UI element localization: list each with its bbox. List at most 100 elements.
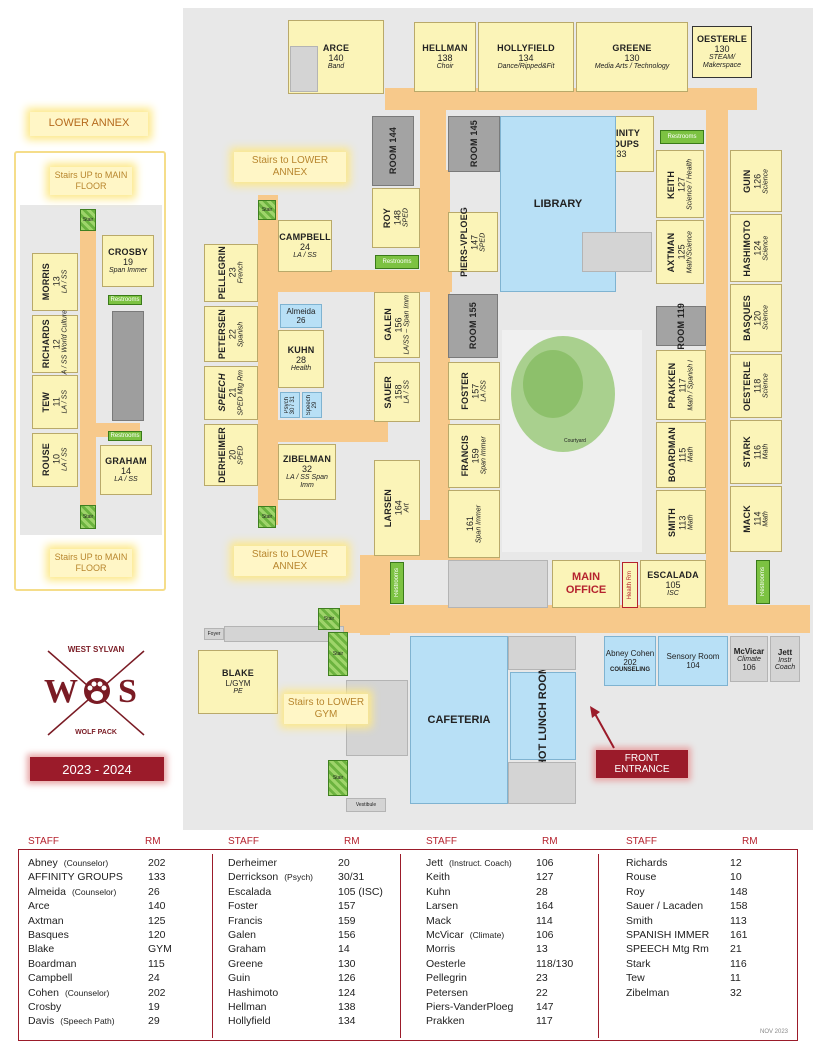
restrooms-148[interactable]: Restrooms xyxy=(375,255,419,269)
lower-annex-title: LOWER ANNEX xyxy=(30,112,148,136)
annex-restrooms-bottom[interactable]: Restrooms xyxy=(108,431,142,441)
annex-stair-bottom[interactable]: Stair xyxy=(80,505,96,529)
room-145[interactable]: ROOM 145 xyxy=(448,116,500,172)
legend-room-number: 158 xyxy=(730,900,748,913)
cafeteria[interactable]: CAFETERIA xyxy=(410,636,508,804)
legend-room-number: 164 xyxy=(536,900,554,913)
legend-room-number: 117 xyxy=(536,1015,553,1028)
legend-staff-name: Basques xyxy=(28,929,69,942)
stairs-to-lower-annex-callout-2: Stairs to LOWER ANNEX xyxy=(234,546,346,576)
legend-room-number: 202 xyxy=(148,857,166,869)
stair-center[interactable]: Stair xyxy=(318,608,340,630)
legend-rm-head-2: RM xyxy=(344,836,360,847)
legend-staff-name: Kuhn xyxy=(426,885,451,898)
room-119[interactable]: ROOM 119 xyxy=(656,303,706,349)
legend-staff-name: Galen xyxy=(228,929,257,942)
legend-room-number: 106 xyxy=(536,929,554,942)
annex-restrooms-top[interactable]: Restrooms xyxy=(108,295,142,305)
restrooms-127[interactable]: Restrooms xyxy=(660,130,704,144)
legend-staff-head-1: STAFF xyxy=(28,836,59,847)
legend-staff-name: Jett xyxy=(426,857,443,869)
annex-stairs-up-top: Stairs UP to MAIN FLOOR xyxy=(50,167,132,195)
restrooms-left[interactable]: Restrooms xyxy=(390,562,404,604)
main-office[interactable]: MAIN OFFICE xyxy=(552,560,620,608)
legend-staff-note: (Counselor) xyxy=(64,987,110,998)
legend-room-number: 19 xyxy=(148,1001,160,1014)
legend-staff-name: Foster xyxy=(228,900,258,913)
room-155[interactable]: ROOM 155 xyxy=(448,294,498,358)
legend-room-number: 148 xyxy=(730,885,748,898)
legend-staff-name: Roy xyxy=(626,885,645,898)
stair-left-wing-bottom[interactable]: Stair xyxy=(258,506,276,528)
restrooms-right[interactable]: Restrooms xyxy=(756,560,770,604)
legend-row: Prakken 117 xyxy=(426,1014,592,1028)
legend-staff-name: Zibelman xyxy=(626,986,670,999)
room-144[interactable]: ROOM 144 xyxy=(372,116,414,186)
health-room[interactable]: Health Rm xyxy=(622,562,638,608)
tree-icon xyxy=(511,336,615,452)
stair-left-wing-top[interactable]: Stair xyxy=(258,200,276,220)
legend-staff-name: Crosby xyxy=(28,1001,62,1014)
stair-vestibule[interactable]: Stair xyxy=(328,760,348,796)
hot-lunch-room[interactable]: HOT LUNCH ROOM xyxy=(510,665,576,767)
legend-room-number: 26 xyxy=(148,885,160,898)
stair-gym[interactable]: Stair xyxy=(328,632,348,676)
legend-room-number: 120 xyxy=(148,929,166,942)
annex-stair-top[interactable]: Stair xyxy=(80,209,96,231)
legend-staff-name: Prakken xyxy=(426,1015,465,1028)
legend-staff-name: Davis xyxy=(28,1015,55,1028)
